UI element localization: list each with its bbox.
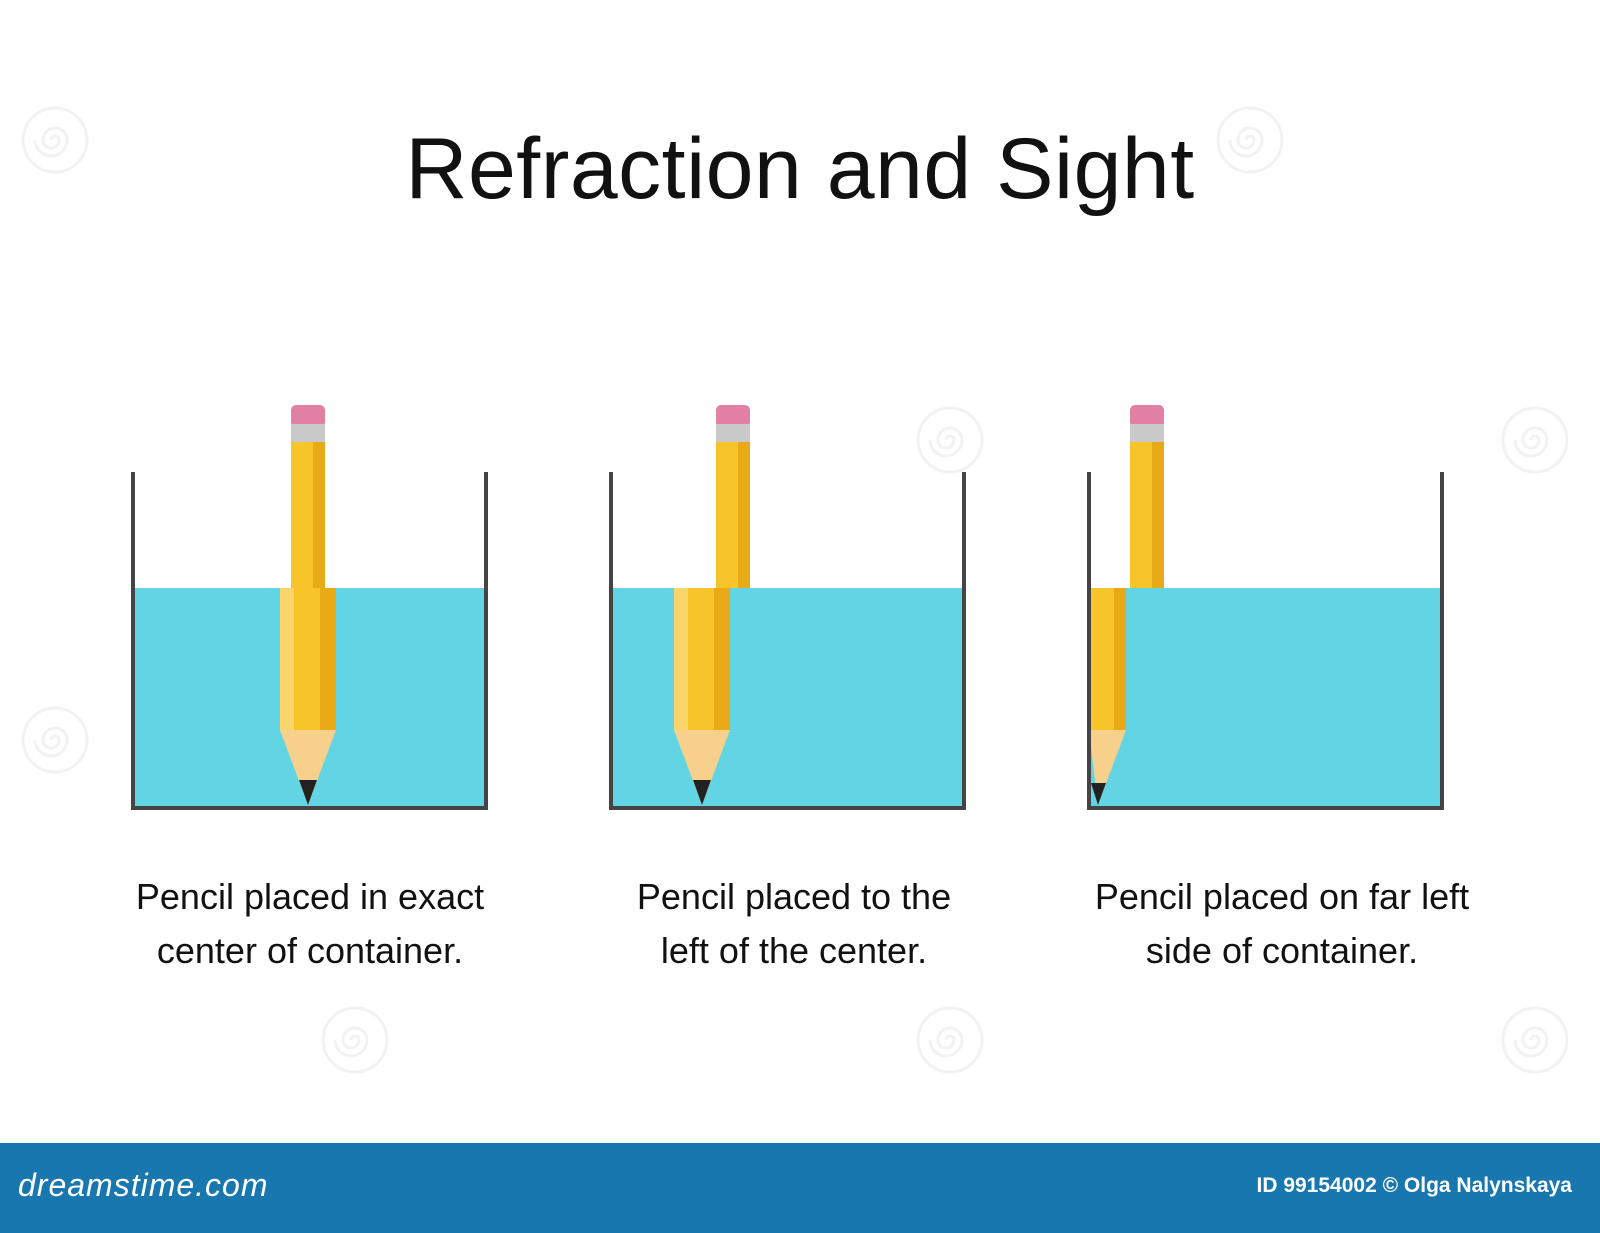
watermark-spiral-icon (321, 1006, 389, 1074)
watermark-spiral-icon (1216, 106, 1284, 174)
pencil-under-water-shifted (1089, 588, 1126, 805)
pencil-under-water-shifted (280, 588, 336, 805)
panel-far-left (1086, 400, 1466, 840)
watermark-spiral-icon (916, 406, 984, 474)
container-diagram-left-of-center (609, 405, 966, 810)
water (1089, 588, 1442, 808)
page-title: Refraction and Sight (405, 121, 1195, 217)
caption-left-of-center: Pencil placed to the left of the center. (636, 876, 952, 971)
container-diagram-center (131, 405, 488, 810)
water (611, 588, 964, 808)
container-diagram-far-left (1087, 405, 1444, 810)
pencil-above-water (716, 405, 750, 588)
caption-far-left: Pencil placed on far left side of contai… (1094, 876, 1470, 971)
container-outline (131, 472, 488, 810)
footer-bar: dreamstime.com ID 99154002 © Olga Nalyns… (0, 1143, 1600, 1233)
footer-brand-logo[interactable]: dreamstime.com (18, 1167, 269, 1203)
caption-center: Pencil placed in exact center of contain… (135, 876, 485, 971)
container-outline (1087, 472, 1444, 810)
panel-left-of-center (608, 400, 988, 840)
watermark-spiral-icon (21, 106, 89, 174)
watermark-spiral-icon (21, 706, 89, 774)
watermark-spiral-icon (1501, 1006, 1569, 1074)
footer-credit: ID 99154002 © Olga Nalynskaya (1256, 1174, 1572, 1197)
watermark-spiral-icon (1501, 406, 1569, 474)
container-outline (609, 472, 966, 810)
pencil-above-water (1130, 405, 1164, 588)
panel-center (130, 400, 510, 840)
pencil-above-water (291, 405, 325, 588)
pencil-under-water-shifted (674, 588, 730, 805)
watermark-spiral-icon (916, 1006, 984, 1074)
